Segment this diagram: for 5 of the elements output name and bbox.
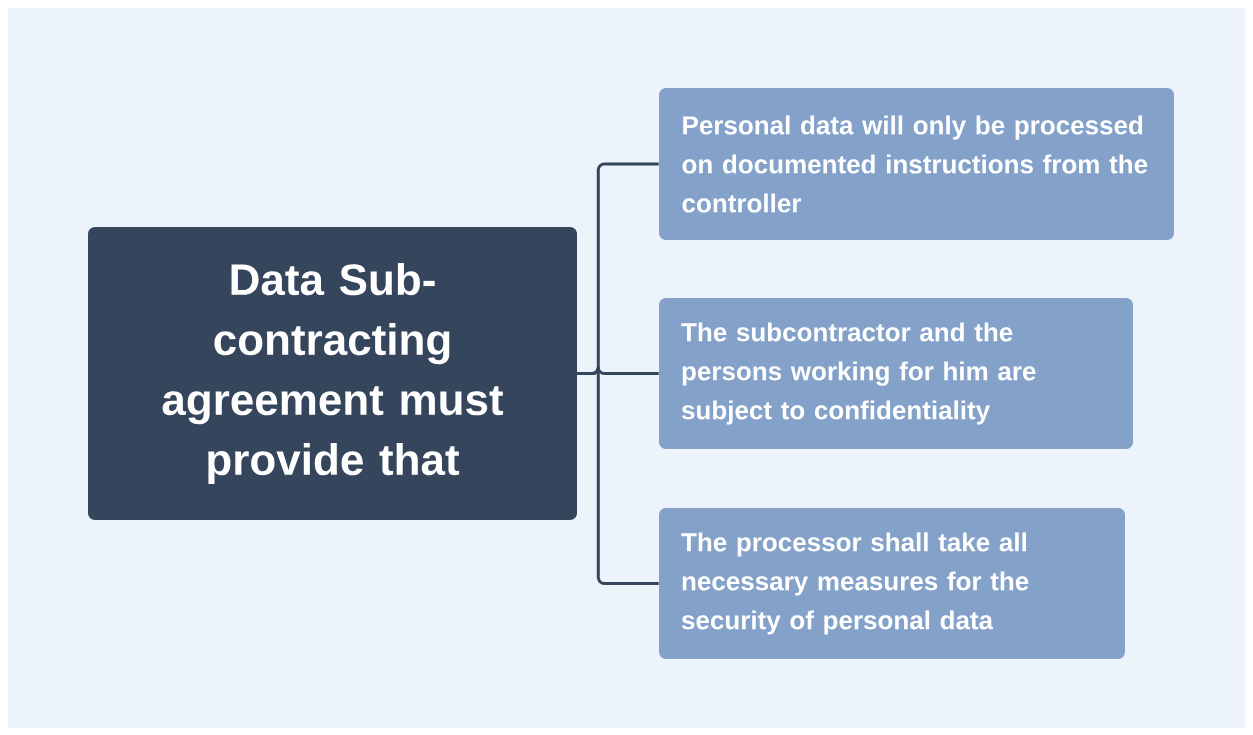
connector bbox=[577, 366, 659, 585]
topic-box: Data Sub-contracting agreement must provide that bbox=[88, 227, 577, 520]
statement-box: The processor shall take all necessary measures for the security of personal data bbox=[659, 508, 1125, 659]
statement-box: Personal data will only be processed on documented instructions from the controller bbox=[659, 88, 1174, 240]
statement-box: The subcontractor and the persons working for him are subject to confidentiality bbox=[659, 298, 1133, 449]
